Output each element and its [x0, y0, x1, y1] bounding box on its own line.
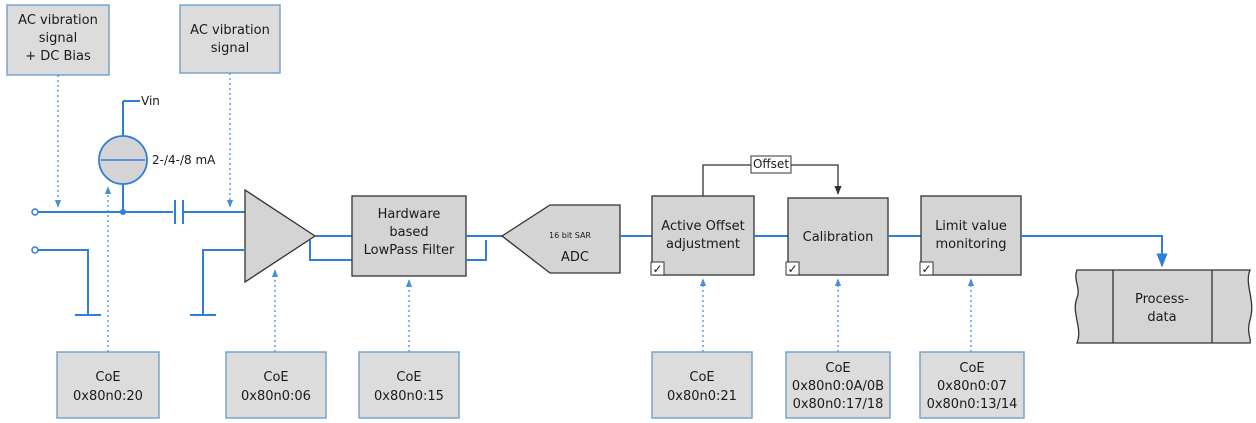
- adc-bits-label: 16 bit SAR: [549, 231, 591, 240]
- input-ac-dc-line2: signal: [39, 31, 77, 46]
- filter-line1: Hardware: [378, 207, 441, 222]
- coe-box-offset: CoE 0x80n0:21: [651, 351, 753, 419]
- input-terminal-2: [31, 246, 39, 254]
- coe-offset-line2: 0x80n0:21: [667, 389, 737, 404]
- process-line1: Process-: [1135, 292, 1189, 307]
- limit-line1: Limit value: [935, 219, 1007, 234]
- current-source: Vin 2-/4-/8 mA: [98, 94, 216, 215]
- coe-calibration-line3: 0x80n0:17/18: [793, 397, 884, 412]
- amplifier-icon: [244, 188, 317, 284]
- process-line2: data: [1147, 310, 1176, 325]
- coe-filter-line1: CoE: [396, 370, 421, 385]
- coe-amp-line2: 0x80n0:06: [241, 389, 311, 404]
- offset-adj-line2: adjustment: [666, 237, 740, 252]
- amp-to-filter-wire-2: [309, 240, 352, 261]
- input-box-ac: AC vibration signal: [179, 4, 281, 74]
- calibration-block: Calibration ✓: [785, 197, 889, 276]
- coe-box-calibration: CoE 0x80n0:0A/0B 0x80n0:17/18: [785, 351, 891, 419]
- ground-wire-1: [38, 249, 89, 315]
- limit-monitoring-block: Limit value monitoring ✓: [919, 195, 1022, 276]
- input-box-ac-dc-bias: AC vibration signal + DC Bias: [6, 4, 110, 76]
- offset-feedback-line-1: [702, 164, 751, 196]
- coe-limit-line3: 0x80n0:13/14: [927, 397, 1018, 412]
- process-data-block: Process- data: [1074, 269, 1253, 344]
- vin-label: Vin: [141, 94, 160, 108]
- offset-tag-label: Offset: [753, 157, 789, 171]
- amp-ground-wire: [202, 249, 245, 315]
- coe-amp-line1: CoE: [263, 370, 288, 385]
- filter-line2: based: [389, 225, 428, 240]
- coe-offset-line1: CoE: [689, 370, 714, 385]
- offset-feedback-line-2: [791, 164, 842, 195]
- filter-line3: LowPass Filter: [364, 243, 455, 258]
- limit-checkbox[interactable]: [919, 261, 934, 276]
- junction-dot: [120, 209, 126, 215]
- input-ac-line2: signal: [211, 41, 249, 56]
- coe-limit-line1: CoE: [959, 361, 984, 376]
- calibration-checkbox[interactable]: [785, 261, 800, 276]
- limit-to-processdata-wire: [1021, 235, 1168, 268]
- coe-box-limit: CoE 0x80n0:07 0x80n0:13/14: [919, 351, 1025, 419]
- input-terminal-1: [31, 208, 39, 216]
- coe-box-amp: CoE 0x80n0:06: [225, 351, 327, 419]
- adc-label: ADC: [561, 250, 589, 265]
- filter-to-adc-wire-2: [466, 240, 487, 261]
- calibration-label: Calibration: [803, 230, 874, 245]
- offset-adj-line1: Active Offset: [661, 219, 744, 234]
- limit-line2: monitoring: [936, 237, 1007, 252]
- coe-box-filter: CoE 0x80n0:15: [358, 351, 460, 419]
- coe-box-current: CoE 0x80n0:20: [56, 351, 160, 419]
- input-ac-dc-line1: AC vibration: [18, 13, 98, 28]
- coe-current-line1: CoE: [95, 370, 120, 385]
- input-ac-line1: AC vibration: [190, 23, 270, 38]
- offset-checkbox[interactable]: [650, 261, 665, 276]
- current-range-label: 2-/4-/8 mA: [152, 153, 216, 167]
- adc-block: 16 bit SAR ADC: [500, 204, 621, 274]
- offset-check-icon: ✓: [652, 262, 662, 276]
- coe-current-line2: 0x80n0:20: [73, 389, 143, 404]
- lowpass-filter-block: Hardware based LowPass Filter: [351, 195, 467, 277]
- coe-limit-line2: 0x80n0:07: [937, 379, 1007, 394]
- input-ac-dc-line3: + DC Bias: [25, 49, 91, 64]
- coe-filter-line2: 0x80n0:15: [374, 389, 444, 404]
- active-offset-block: Active Offset adjustment ✓: [650, 195, 755, 276]
- calibration-check-icon: ✓: [787, 262, 797, 276]
- coe-calibration-line2: 0x80n0:0A/0B: [792, 379, 884, 394]
- coe-calibration-line1: CoE: [825, 361, 850, 376]
- limit-check-icon: ✓: [921, 262, 931, 276]
